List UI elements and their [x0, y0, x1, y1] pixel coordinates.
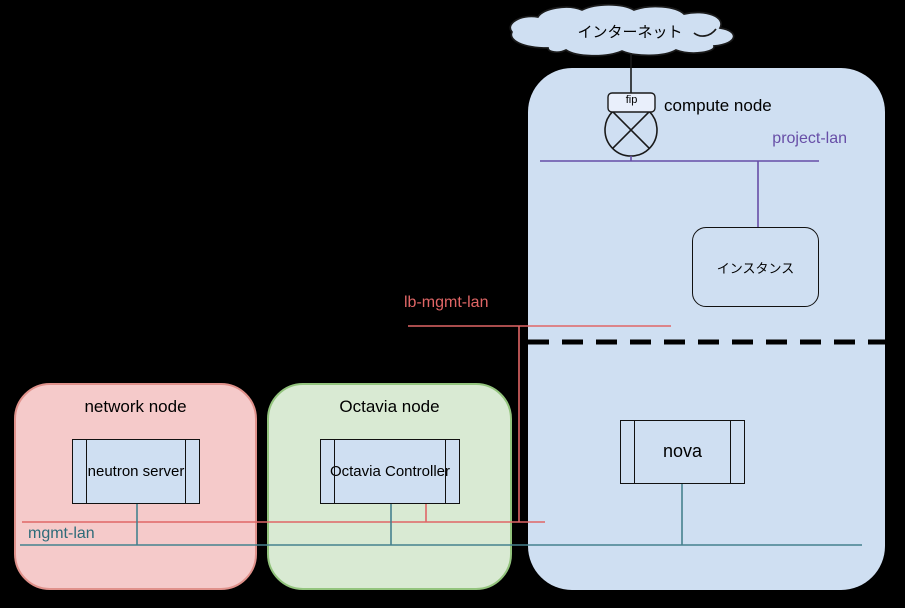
neutron-server-label: neutron server [87, 462, 185, 480]
process-stripe [334, 440, 335, 503]
compute-node-title: compute node [664, 96, 772, 115]
instance-label: インスタンス [716, 260, 795, 276]
octavia-node-title: Octavia node [339, 397, 440, 416]
lb-mgmt-lan-line [22, 325, 671, 523]
octavia-controller-label: Octavia Controller [329, 462, 451, 480]
process-stripe [445, 440, 446, 503]
process-stripe [86, 440, 87, 503]
lb-mgmt-lan-label: lb-mgmt-lan [404, 294, 489, 311]
process-stripe [634, 421, 635, 483]
project-lan-label: project-lan [772, 130, 847, 147]
internet-label: インターネット [577, 24, 683, 41]
nova-box: nova [620, 420, 745, 484]
process-stripe [185, 440, 186, 503]
fip-label: fip [625, 94, 638, 106]
neutron-server-box: neutron server [72, 439, 200, 504]
octavia-controller-box: Octavia Controller [320, 439, 460, 504]
network-node-title: network node [84, 397, 187, 416]
compute-node-container [528, 68, 885, 590]
nova-label: nova [662, 441, 703, 462]
mgmt-lan-label: mgmt-lan [28, 525, 95, 542]
fip-router-icon [604, 92, 658, 157]
project-lan-line [540, 156, 819, 227]
mgmt-lan-line [20, 484, 862, 546]
process-stripe [730, 421, 731, 483]
internet-cloud-icon [509, 3, 735, 57]
instance-box: インスタンス [692, 227, 819, 307]
